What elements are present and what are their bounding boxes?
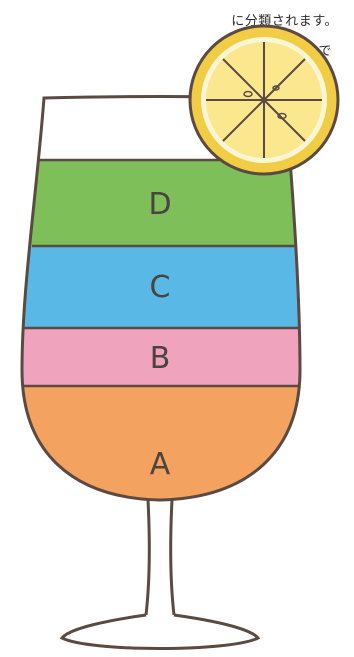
glass-base [62, 615, 258, 649]
layer-label-c: C [150, 270, 171, 305]
layer-label-b: B [150, 341, 171, 376]
lemon-segments [206, 42, 322, 158]
lemon-slice [190, 26, 338, 174]
layer-label-a: A [150, 447, 171, 482]
layer-d [0, 160, 354, 246]
layer-label-d: D [148, 187, 171, 222]
layer-c [0, 246, 354, 328]
layer-a [0, 386, 354, 506]
glass-stem [146, 500, 174, 615]
